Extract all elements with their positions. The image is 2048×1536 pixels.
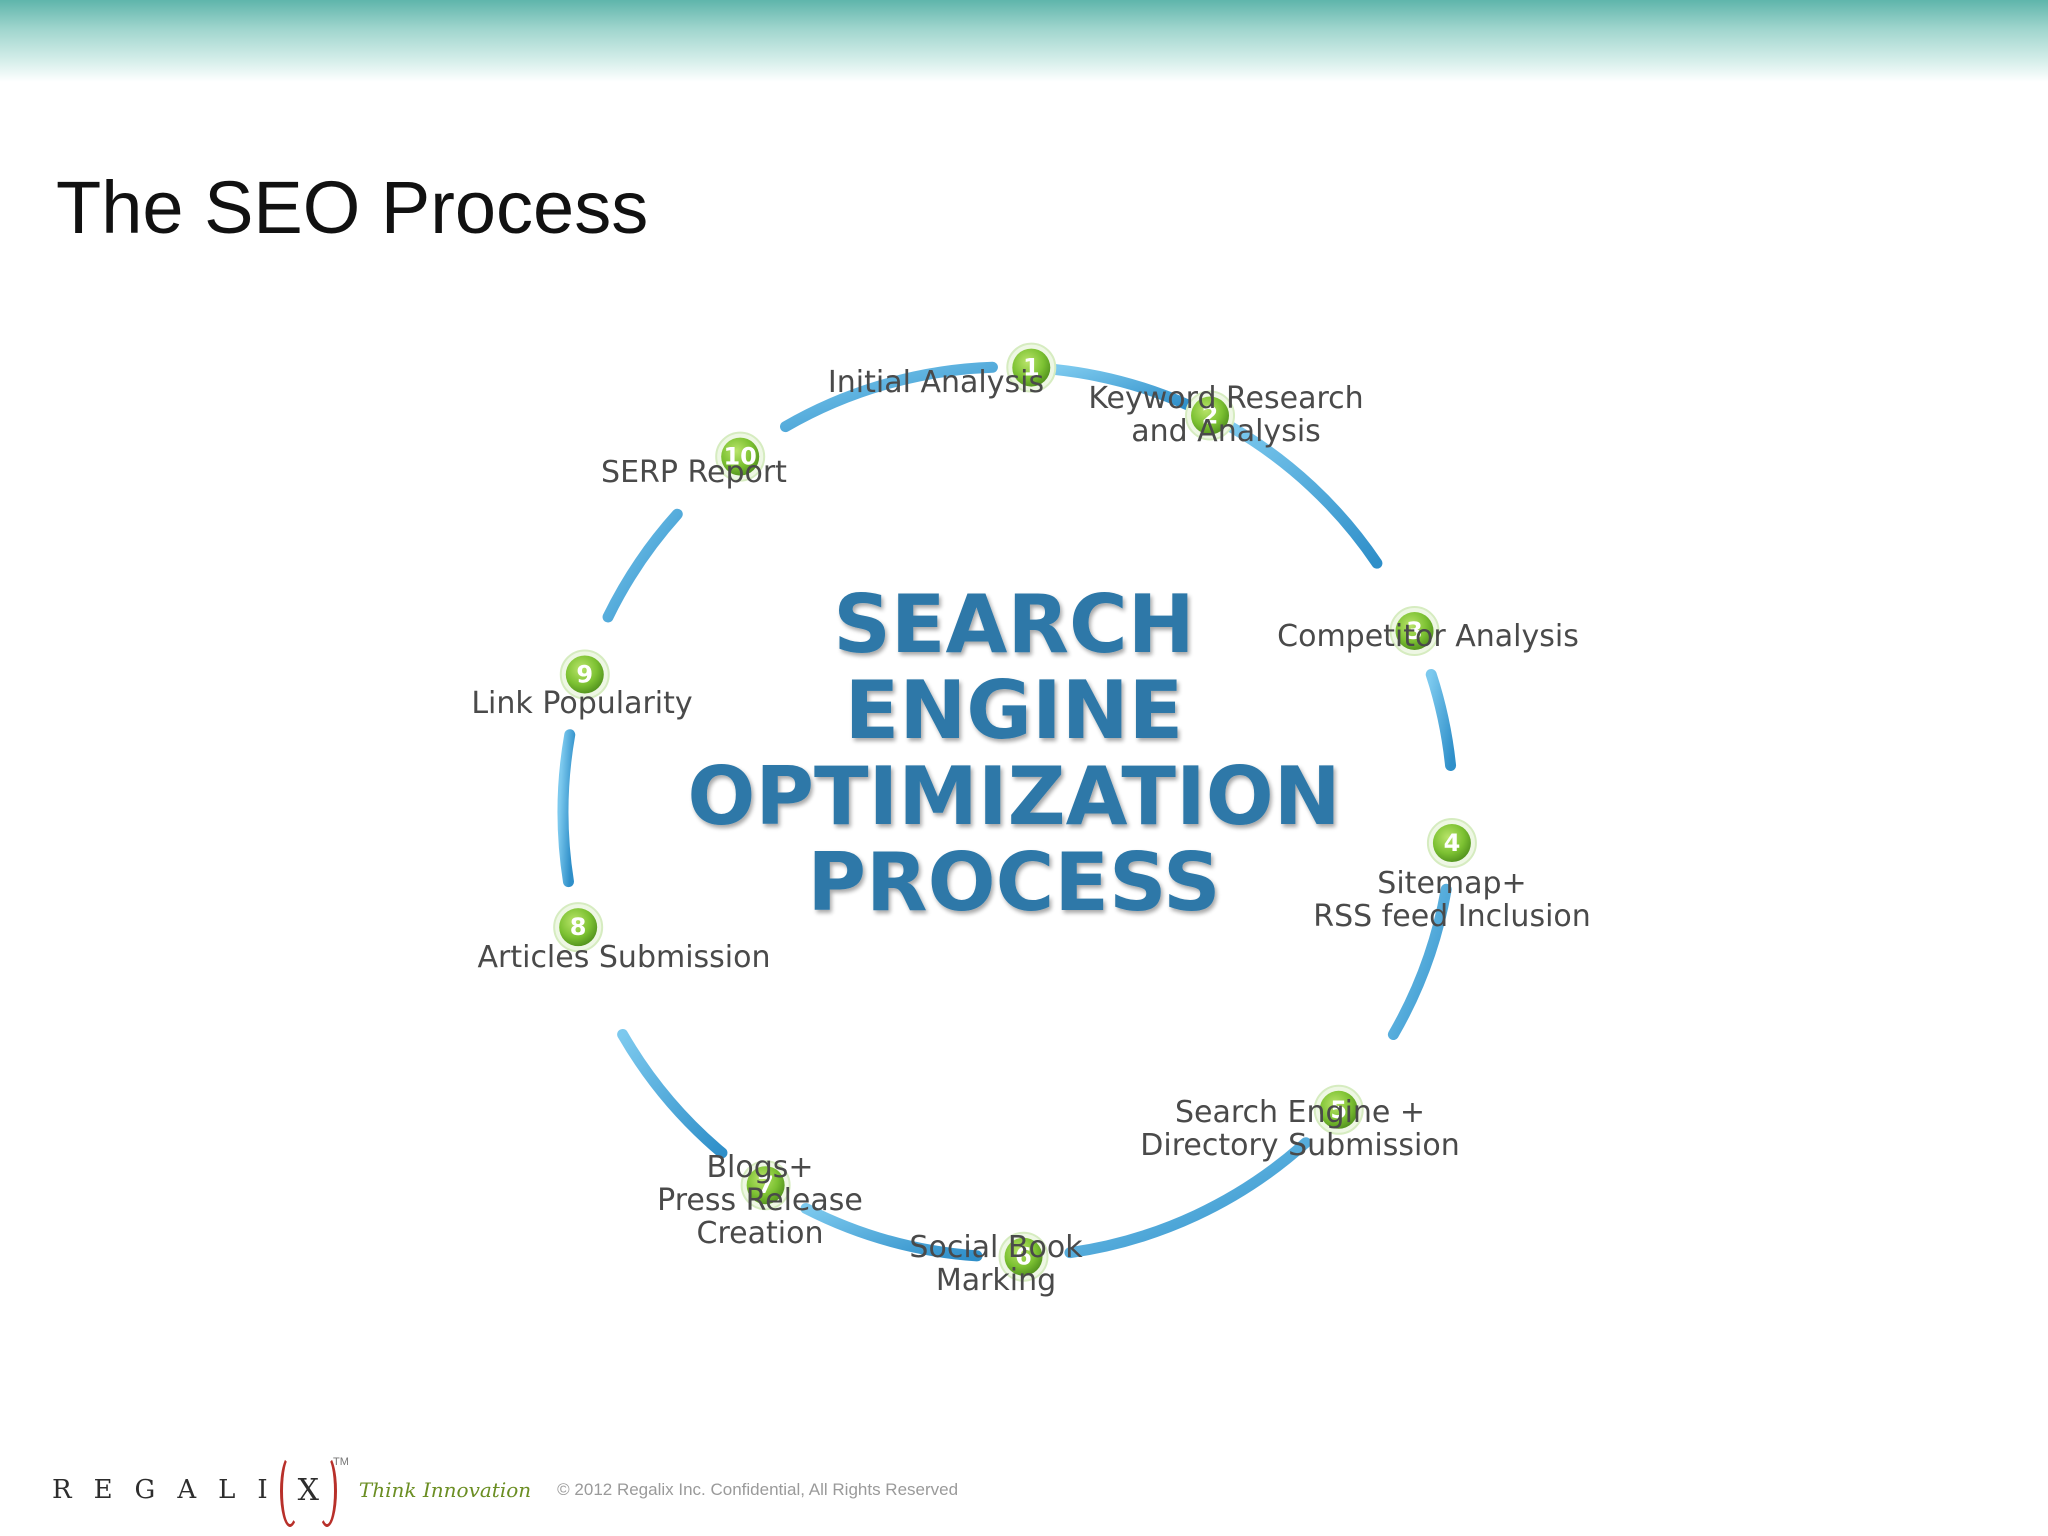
- footer: REGALI X TM Think Innovation © 2012 Rega…: [52, 1450, 958, 1530]
- page-title: The SEO Process: [56, 166, 649, 249]
- step-label-7-line-3: Creation: [697, 1216, 824, 1251]
- step-label-5: Search Engine +Directory Submission: [1140, 1095, 1459, 1163]
- ring-arc-10: [780, 361, 998, 433]
- step-label-4-line-2: RSS feed Inclusion: [1313, 899, 1591, 934]
- ring-arc-8: [557, 729, 576, 888]
- step-label-8-line-1: Articles Submission: [477, 940, 770, 975]
- step-label-1: Initial Analysis: [828, 365, 1044, 400]
- ring-arc-5: [1064, 1137, 1312, 1259]
- step-badge-7: 7: [740, 1160, 791, 1211]
- ring-arc-7: [617, 1029, 728, 1159]
- step-label-1-line-1: Initial Analysis: [828, 365, 1044, 400]
- step-number-8: 8: [570, 913, 587, 941]
- step-label-2-line-2: and Analysis: [1131, 414, 1321, 449]
- regalix-logo-letters: REGALI: [52, 1475, 290, 1505]
- ring-arcs: [557, 361, 1457, 1262]
- ring-arc-9: [602, 508, 683, 623]
- step-label-4-line-1: Sitemap+: [1377, 866, 1526, 901]
- center-title-line-1: SEARCH: [833, 578, 1194, 671]
- center-title-line-2: ENGINE: [845, 664, 1184, 757]
- step-label-10-line-1: SERP Report: [601, 455, 787, 490]
- logo-tagline: Think Innovation: [358, 1478, 532, 1502]
- header-band: [0, 0, 2048, 82]
- step-label-9-line-1: Link Popularity: [471, 686, 692, 721]
- step-label-9: Link Popularity: [471, 686, 692, 721]
- ring-arc-3: [1425, 668, 1457, 771]
- ring-arc-4: [1387, 883, 1452, 1040]
- step-number-2: 2: [1202, 402, 1219, 430]
- step-number-4: 4: [1444, 829, 1461, 857]
- step-badge-10: 10: [715, 431, 766, 482]
- step-badge-3: 3: [1389, 606, 1440, 657]
- step-badge-9: 9: [559, 649, 610, 700]
- step-label-6-line-2: Marking: [936, 1263, 1056, 1298]
- center-title-line-3: OPTIMIZATION: [687, 750, 1340, 843]
- step-number-1: 1: [1023, 354, 1040, 382]
- ring-arc-1: [1049, 363, 1195, 411]
- step-badge-2: 2: [1185, 390, 1236, 441]
- step-label-3-line-1: Competitor Analysis: [1277, 619, 1579, 654]
- copyright-notice: © 2012 Regalix Inc. Confidential, All Ri…: [557, 1480, 959, 1499]
- step-number-6: 6: [1015, 1243, 1032, 1271]
- step-label-3: Competitor Analysis: [1277, 619, 1579, 654]
- step-number-7: 7: [757, 1171, 774, 1199]
- step-badge-8: 8: [553, 902, 604, 953]
- step-label-8: Articles Submission: [477, 940, 770, 975]
- step-label-5-line-2: Directory Submission: [1140, 1128, 1459, 1163]
- step-badge-6: 6: [998, 1231, 1049, 1282]
- regalix-logo-x: X: [279, 1454, 338, 1527]
- step-label-7-line-2: Press Release: [657, 1183, 863, 1218]
- step-label-4: Sitemap+RSS feed Inclusion: [1313, 866, 1591, 934]
- step-badges: 1 2 3 4 5 6 7 8 9 10: [553, 342, 1477, 1282]
- step-label-2-line-1: Keyword Research: [1088, 381, 1363, 416]
- ring-arc-2: [1225, 421, 1383, 569]
- center-title-line-4: PROCESS: [807, 836, 1220, 929]
- step-label-5-line-1: Search Engine +: [1175, 1095, 1425, 1130]
- step-badge-4: 4: [1426, 818, 1477, 869]
- step-badge-1: 1: [1006, 342, 1057, 393]
- step-label-10: SERP Report: [601, 455, 787, 490]
- step-badge-5: 5: [1313, 1084, 1364, 1135]
- step-number-9: 9: [576, 660, 593, 688]
- trademark-mark: TM: [333, 1456, 349, 1468]
- step-number-3: 3: [1406, 617, 1423, 645]
- ring-arc-6: [800, 1203, 983, 1262]
- step-label-7-line-1: Blogs+: [706, 1150, 813, 1185]
- step-number-5: 5: [1330, 1096, 1347, 1124]
- step-number-10: 10: [723, 443, 756, 471]
- step-label-6-line-1: Social Book: [909, 1230, 1083, 1265]
